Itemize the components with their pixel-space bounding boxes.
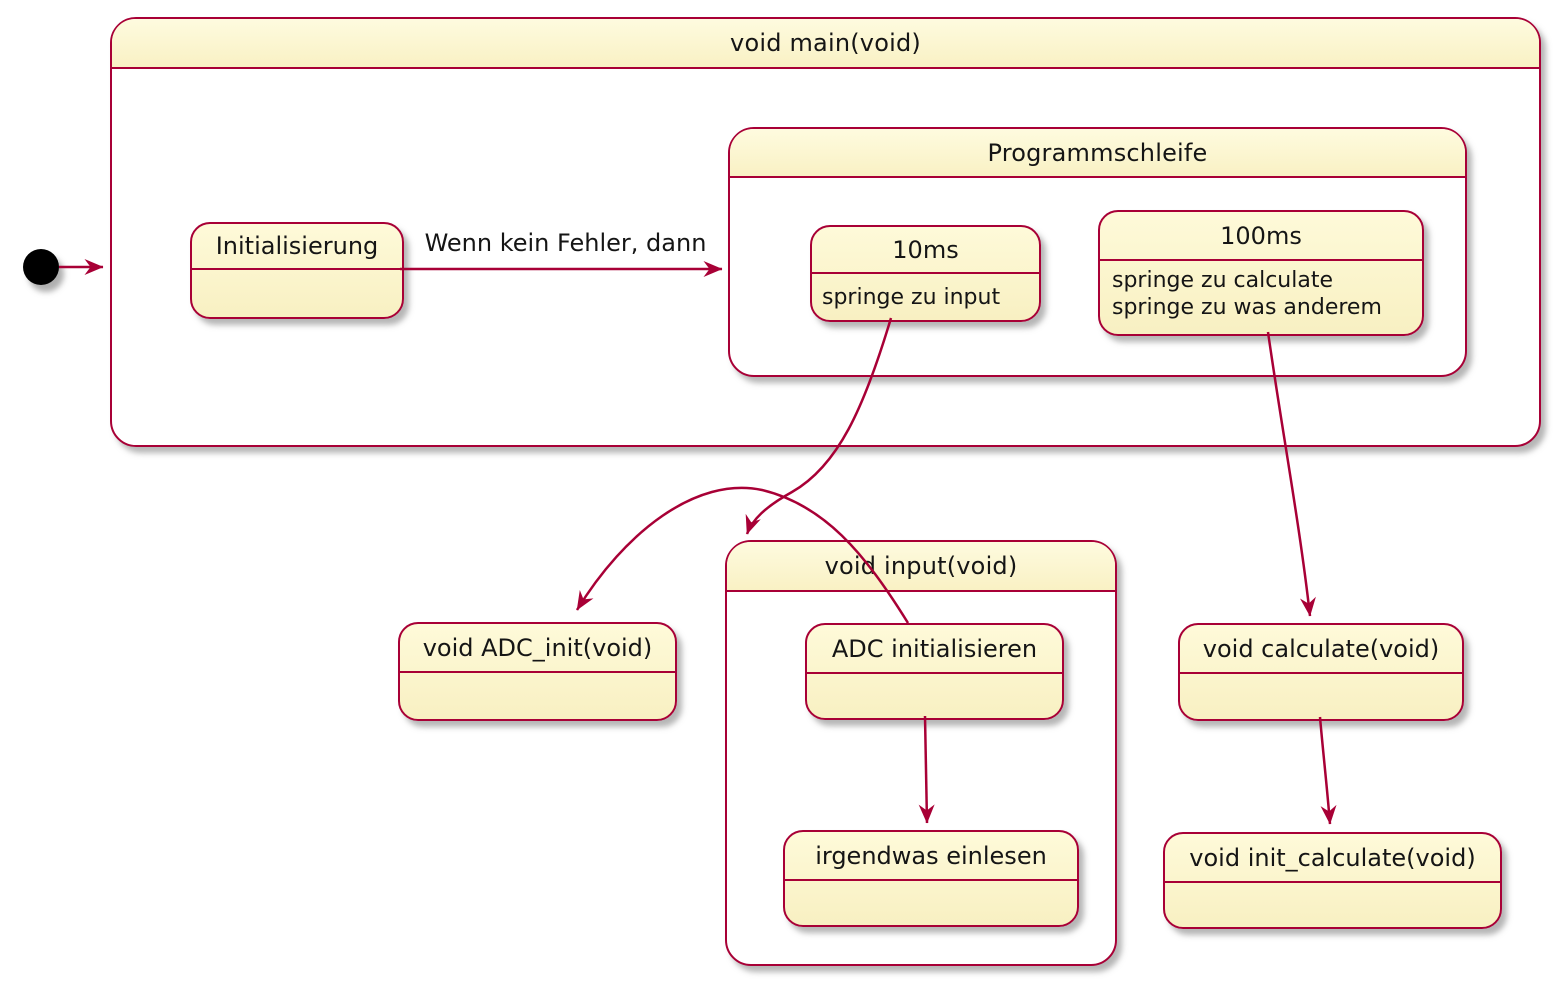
state-init-calculate-body: [1165, 883, 1500, 927]
state-10ms-body: springe zu input: [822, 284, 1001, 310]
transition-label-wenn-kein-fehler: Wenn kein Fehler, dann: [424, 229, 707, 257]
state-100ms-body-line1: springe zu calculate: [1112, 268, 1333, 293]
state-irgendwas-einlesen-body: [785, 881, 1077, 925]
state-adc-initialisieren-title: ADC initialisieren: [807, 625, 1062, 674]
state-init-calculate: void init_calculate(void): [1163, 832, 1502, 929]
state-initialisierung-body: [192, 270, 402, 317]
edge-calculate-to-init-calculate: [1318, 716, 1337, 825]
state-10ms: 10ms springe zu input: [810, 225, 1041, 322]
state-irgendwas-einlesen: irgendwas einlesen: [783, 830, 1079, 927]
state-initialisierung: Initialisierung: [190, 222, 404, 319]
state-initialisierung-title: Initialisierung: [192, 224, 402, 270]
state-init-calculate-title: void init_calculate(void): [1165, 834, 1500, 883]
state-adc-initialisieren: ADC initialisieren: [805, 623, 1064, 720]
composite-state-input-title: void input(void): [727, 542, 1115, 592]
composite-state-programmschleife-title: Programmschleife: [730, 129, 1465, 178]
state-10ms-title: 10ms: [812, 227, 1039, 274]
composite-state-main-title: void main(void): [112, 19, 1539, 69]
state-irgendwas-einlesen-title: irgendwas einlesen: [785, 832, 1077, 881]
state-adc-initialisieren-body: [807, 674, 1062, 718]
state-100ms: 100ms springe zu calculate springe zu wa…: [1098, 210, 1424, 336]
state-adc-init-body: [400, 673, 675, 719]
state-adc-init-title: void ADC_init(void): [400, 624, 675, 673]
state-calculate-title: void calculate(void): [1180, 625, 1462, 674]
state-calculate: void calculate(void): [1178, 623, 1464, 721]
state-adc-init: void ADC_init(void): [398, 622, 677, 721]
state-100ms-body-line2: springe zu was anderem: [1112, 295, 1382, 320]
initial-state-dot: [23, 249, 59, 285]
state-100ms-title: 100ms: [1100, 212, 1422, 261]
state-calculate-body: [1180, 674, 1462, 719]
